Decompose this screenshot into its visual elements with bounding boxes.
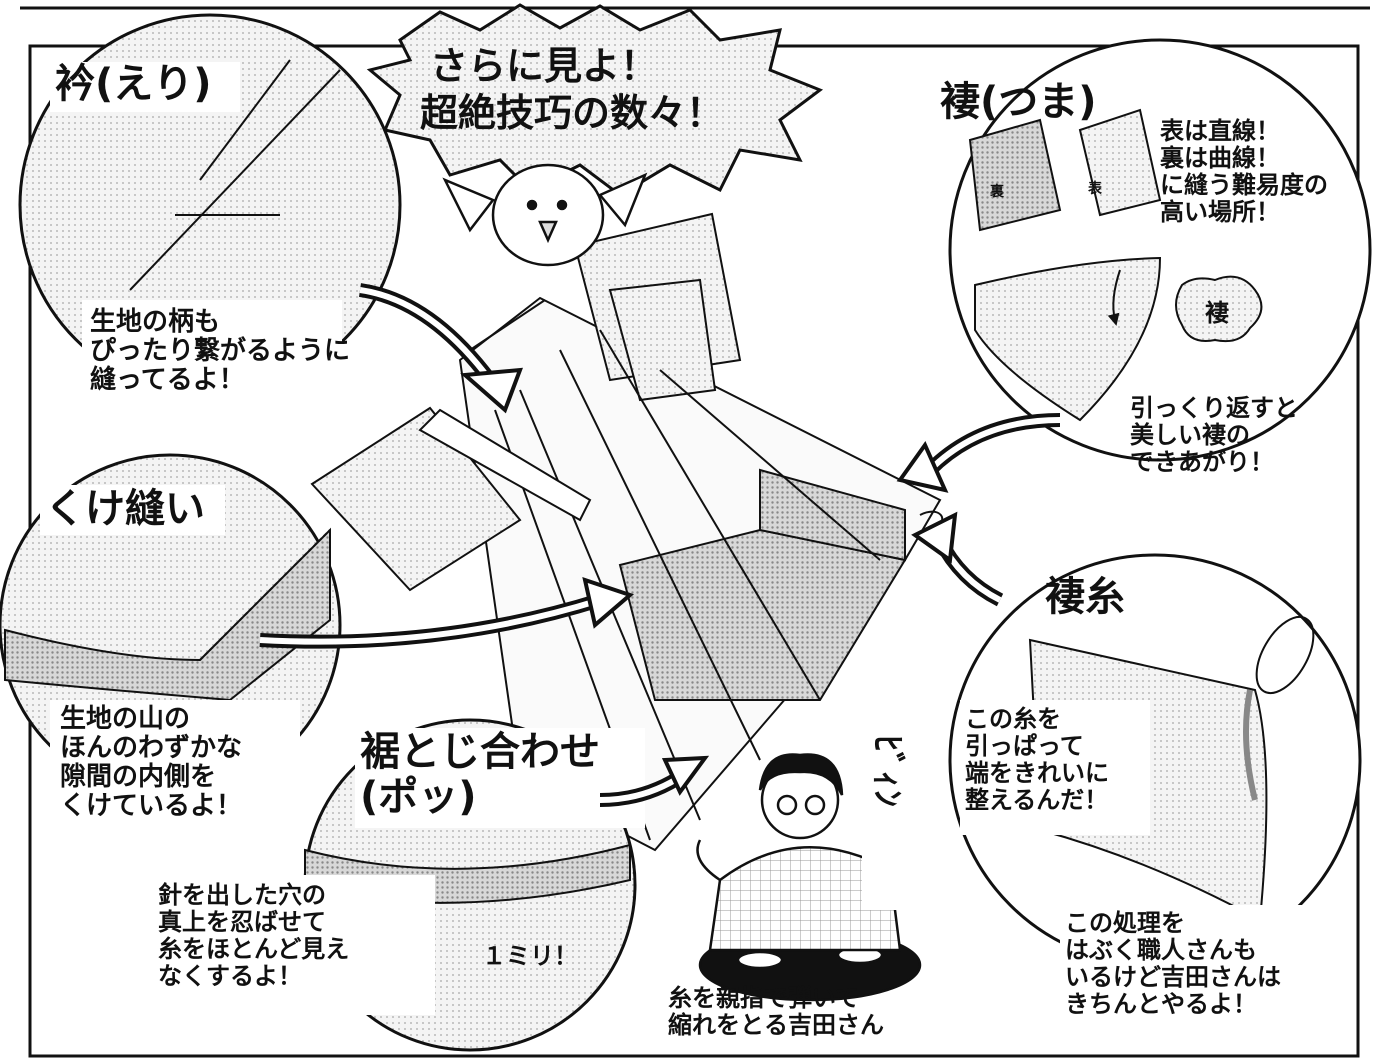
panel-badge-tsuma: 褄 (1205, 299, 1229, 327)
arrow-heads (460, 367, 958, 796)
bird-mascot (442, 163, 648, 267)
label-ura: 裏 (990, 184, 1004, 200)
panel-note-tsumaito-top: この糸を 引っぱって 端をきれいに 整えるんだ！ (965, 705, 1109, 814)
panel-note-suso: 針を出した穴の 真上を忍ばせて 糸をほとんど見え なくするよ！ (158, 881, 350, 990)
panel-title-suso: 裾とじ合わせ (ポッ) (360, 729, 600, 820)
shout-line-2: 超絶技巧の数々！ (420, 91, 725, 135)
panel-badge-suso: １ミリ！ (482, 942, 578, 970)
sfx-plate (862, 730, 912, 910)
panel-note-kuke: 生地の山の ほんのわずかな 隙間の内側を くけているよ！ (60, 704, 243, 822)
label-omote: 表 (1088, 181, 1102, 197)
panel-tsumaito (948, 553, 1362, 1040)
panel-kuke (0, 453, 342, 830)
panel-title-eri: 衿(えり) (55, 61, 212, 107)
hakama-illustration (310, 212, 944, 852)
panel-note-tsuma-bottom: 引っくり返すと 美しい褄の できあがり！ (1130, 394, 1298, 476)
shout-bubble (366, 3, 824, 197)
center-caption: 糸を親指で弾いて 縮れをとる吉田さん (668, 984, 884, 1039)
panel-suso (150, 718, 645, 1052)
panel-note-eri: 生地の柄も ぴったり繋がるように 縫ってるよ！ (90, 307, 351, 396)
panel-note-tsumaito-bottom: この処理を はぶく職人さんも いるけど吉田さんは きちんとやるよ！ (1065, 909, 1281, 1018)
panel-eri (18, 13, 402, 410)
panel-note-tsuma-top: 表は直線！ 裏は曲線！ に縫う難易度の 高い場所！ (1160, 117, 1328, 226)
shout-line-1: さらに見よ！ (430, 44, 659, 88)
panel-title-kuke: くけ縫い (45, 486, 205, 532)
panel-title-tsumaito: 褄糸 (1045, 574, 1125, 620)
sfx-text: ﾋﾞｨﾝ (867, 735, 908, 809)
panel-title-tsuma: 褄(つま) (940, 79, 1097, 125)
panel-tsuma (948, 38, 1372, 462)
